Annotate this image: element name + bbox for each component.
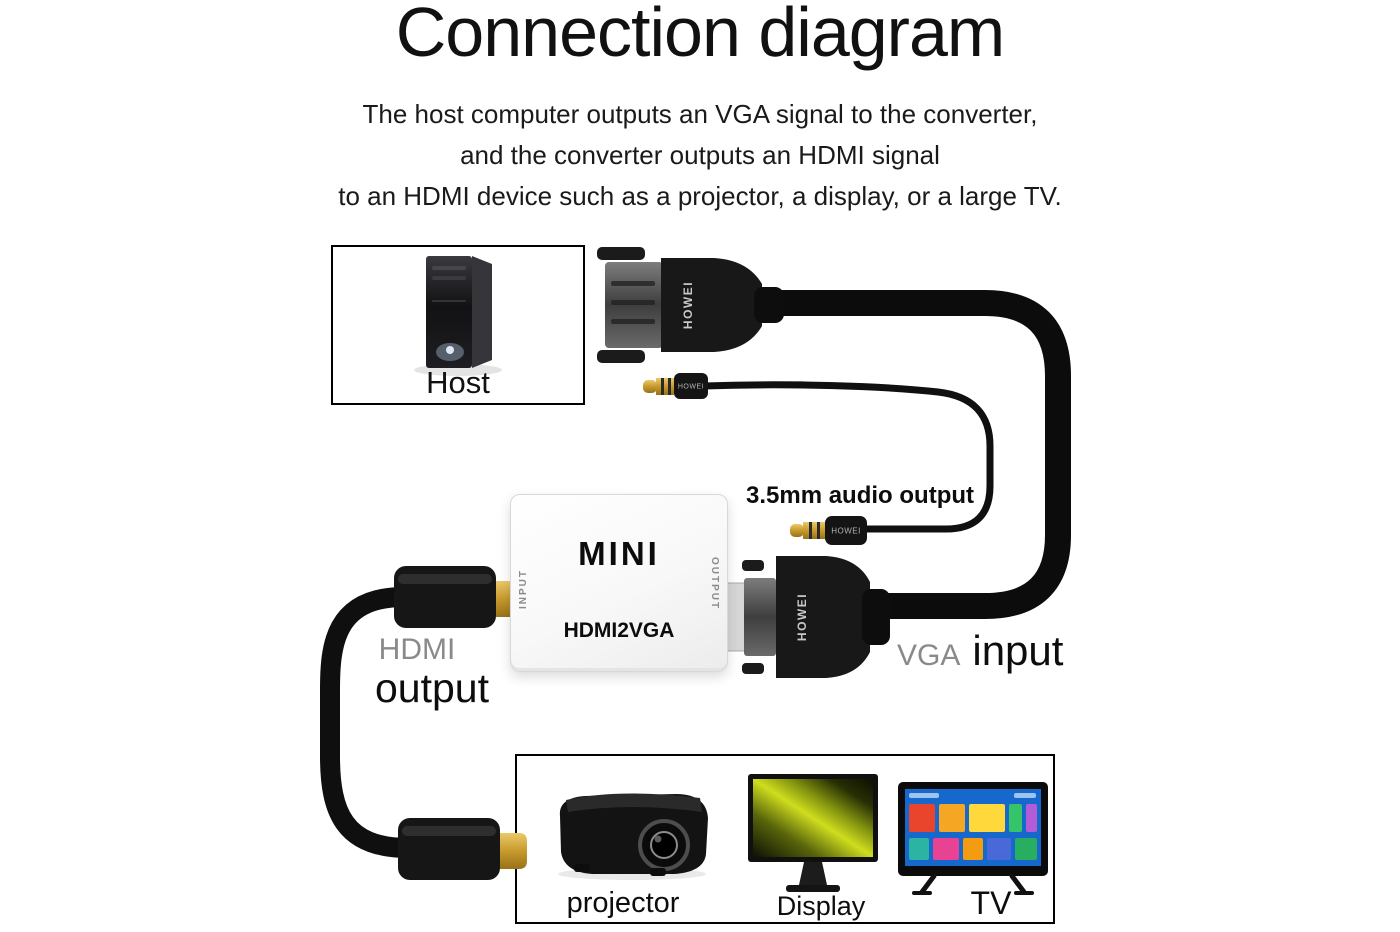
vga-cable [742,290,1071,619]
vga-connector-top-brand: HOWEI [681,281,695,329]
hdmi-plug-top [394,566,523,628]
display-label: Display [776,891,866,921]
projector-label: projector [566,887,680,919]
vga-connector-bottom-brand: HOWEI [795,593,809,641]
vga-input-label: VGA input [897,627,1063,675]
converter-output-port-label: OUTPUT [709,557,720,611]
vga-connector-top: HOWEI [597,247,784,363]
converter-model: HDMI2VGA [563,619,675,642]
converter-box: MINI HDMI2VGA INPUT OUTPUT [510,494,728,672]
audio-plug-bottom-brand: HOWEI [831,527,861,536]
audio-plug-bottom: HOWEI [790,516,867,545]
audio-output-label: 3.5mm audio output [746,482,974,509]
page-subtitle: The host computer outputs an VGA signal … [0,94,1400,217]
page-title: Connection diagram [395,0,1005,71]
tv-label: TV [970,885,1012,921]
hdmi-cable [320,587,418,858]
converter-brand: MINI [578,535,660,572]
hdmi-output-label: output [375,665,489,711]
audio-plug-top: HOWEI [643,373,708,399]
subtitle-line-1: The host computer outputs an VGA signal … [362,99,1038,129]
display-image [748,774,878,892]
vga-label: VGA [897,639,961,672]
converter-input-port-label: INPUT [518,569,529,609]
host-computer-image [414,256,502,376]
hdmi-label: HDMI [378,633,456,666]
tv-image [898,782,1048,895]
vga-connector-bottom: HOWEI [726,556,890,678]
input-label: input [972,627,1064,674]
hdmi-plug-bottom [398,818,527,880]
projector-image [558,793,708,880]
cables [320,290,1071,858]
audio-plug-top-brand: HOWEI [678,384,704,391]
subtitle-line-2: and the converter outputs an HDMI signal [460,140,940,170]
audio-cable [700,381,994,533]
host-box [331,245,585,405]
subtitle-line-3: to an HDMI device such as a projector, a… [338,181,1062,211]
host-label: Host [426,365,490,400]
